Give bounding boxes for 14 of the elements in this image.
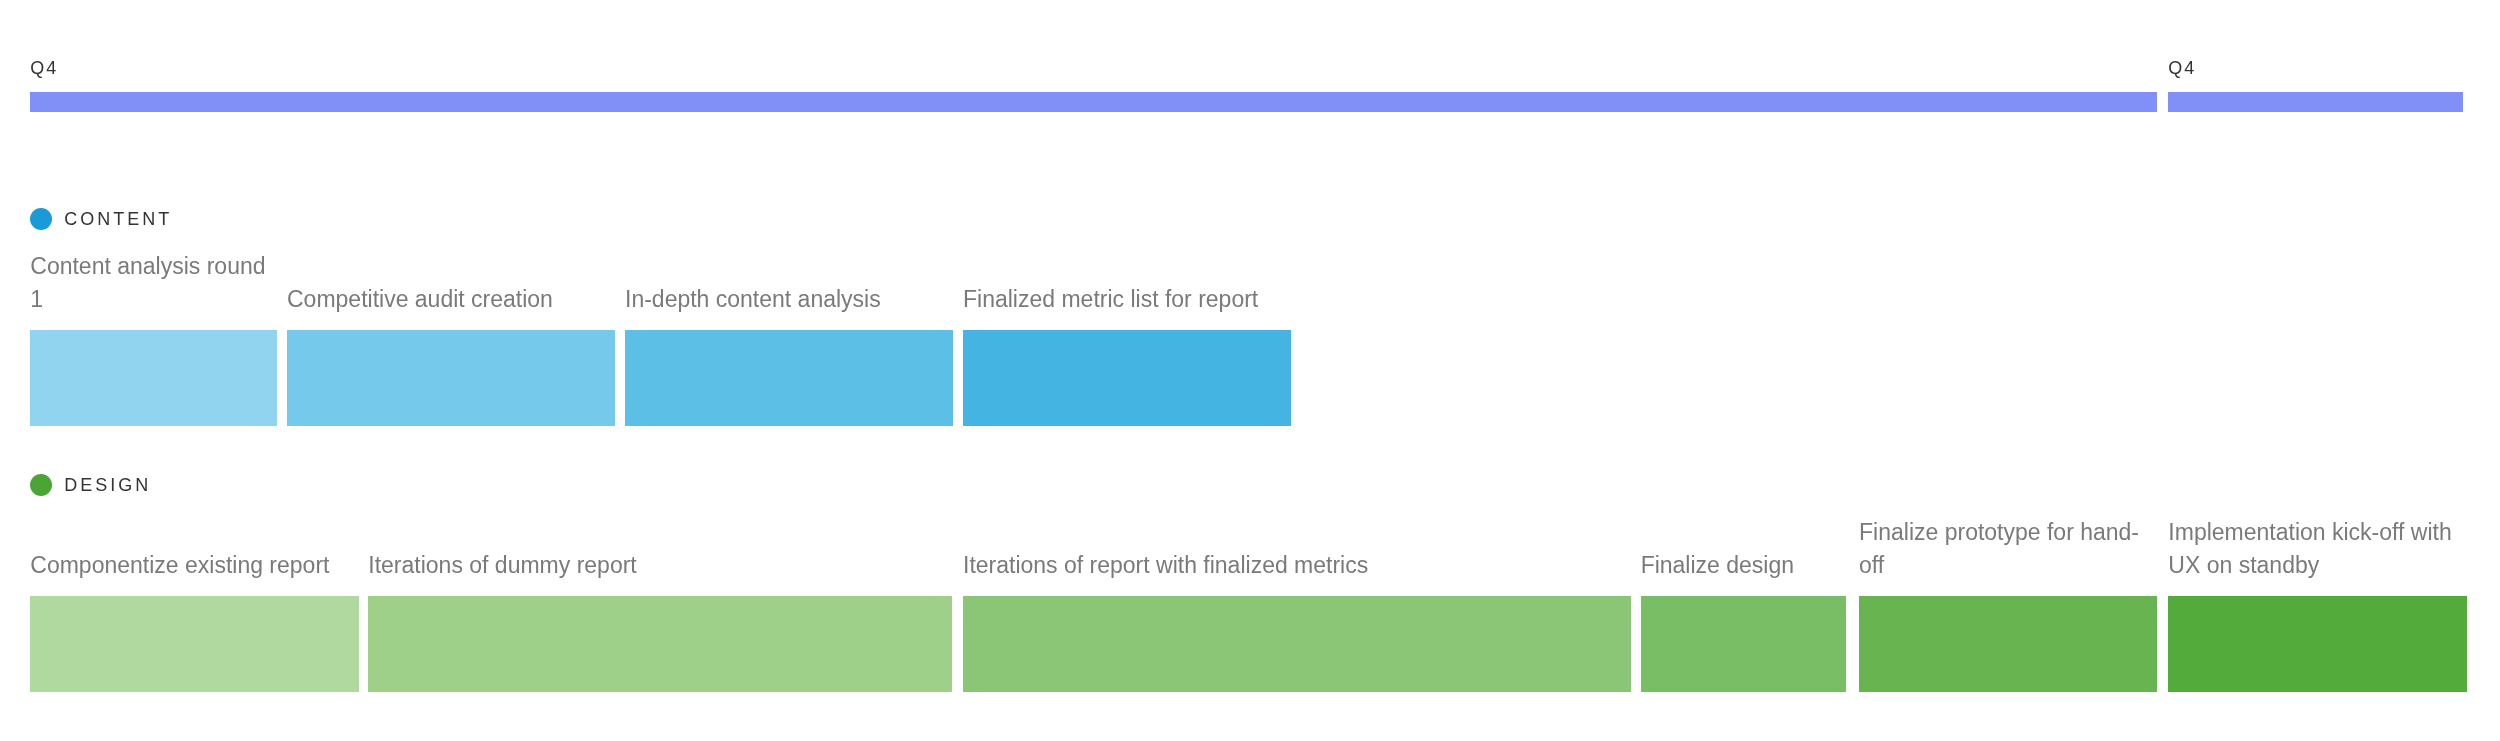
task-label: Iterations of dummy report bbox=[368, 551, 638, 581]
section-heading: CONTENT bbox=[64, 208, 173, 230]
task-label: Finalized metric list for report bbox=[963, 285, 1260, 315]
section-heading: DESIGN bbox=[64, 474, 152, 496]
task-label: Componentize existing report bbox=[30, 551, 331, 581]
quarter-label: Q4 bbox=[30, 58, 60, 79]
task-label: Competitive audit creation bbox=[287, 285, 554, 315]
task-label: In-depth content analysis bbox=[625, 285, 882, 315]
task-label: Finalize design bbox=[1640, 551, 1796, 581]
task-label: Finalize prototype for hand-off bbox=[1859, 518, 2141, 581]
task-label: Content analysis round 1 bbox=[30, 252, 267, 315]
task-label: Iterations of report with finalized metrics bbox=[963, 551, 1370, 581]
task-label: Implementation kick-off with UX on standby bbox=[2168, 518, 2453, 581]
quarter-label: Q4 bbox=[2168, 58, 2198, 79]
